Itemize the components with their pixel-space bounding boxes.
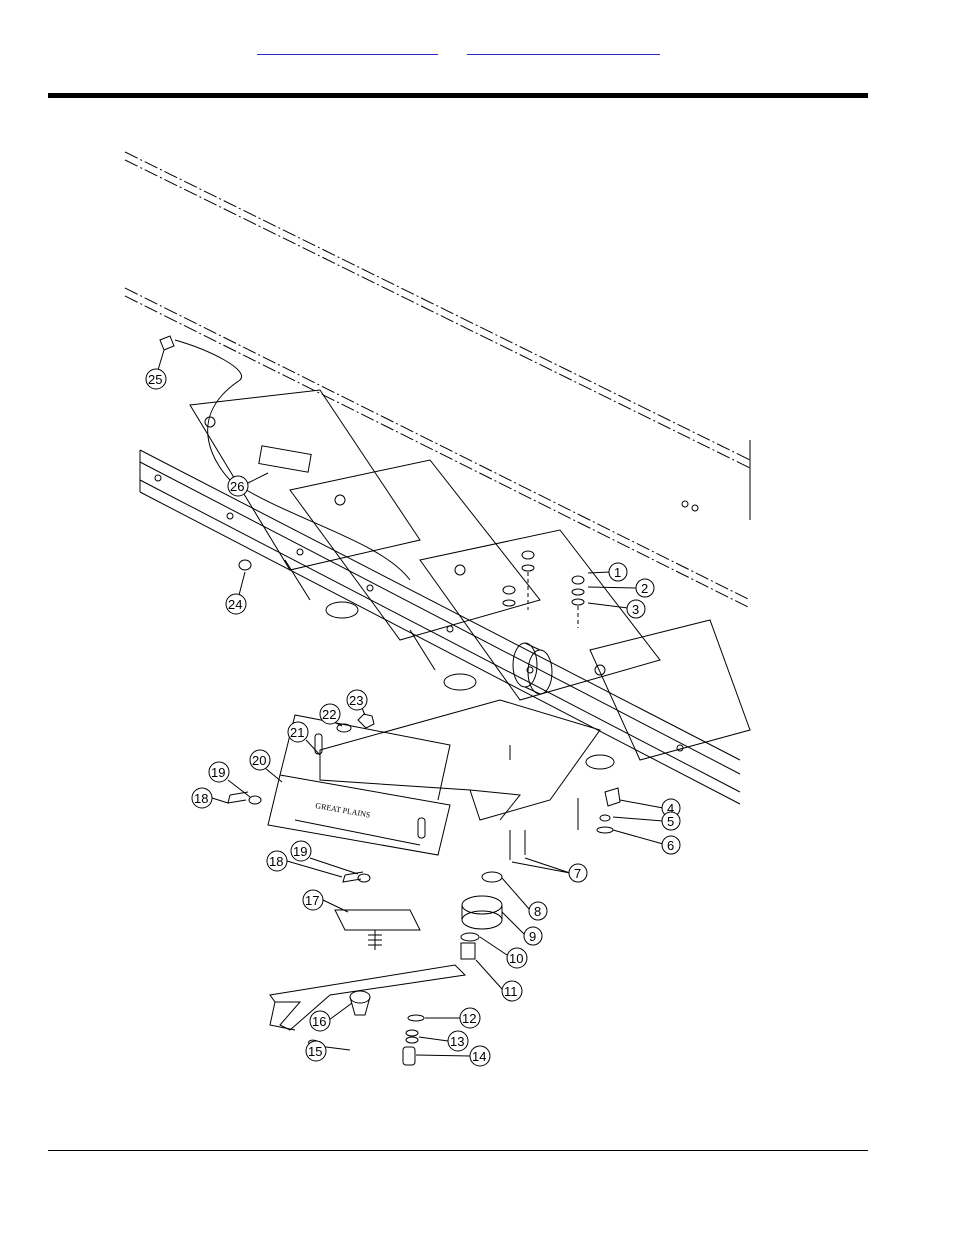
callout-18a: 18 bbox=[191, 787, 229, 809]
callout-24: 24 bbox=[225, 571, 247, 615]
svg-text:24: 24 bbox=[228, 597, 242, 612]
svg-text:1: 1 bbox=[614, 565, 621, 580]
svg-text:17: 17 bbox=[305, 893, 319, 908]
callout-4: 4 bbox=[619, 798, 681, 818]
callout-1: 1 bbox=[587, 562, 628, 582]
callout-17: 17 bbox=[302, 889, 349, 913]
callout-3: 3 bbox=[587, 599, 646, 619]
svg-text:8: 8 bbox=[534, 904, 541, 919]
header-rule bbox=[48, 93, 868, 98]
svg-text:10: 10 bbox=[509, 951, 523, 966]
callout-16: 16 bbox=[309, 1002, 353, 1032]
brand-text: GREAT PLAINS bbox=[315, 801, 371, 820]
callout-25: 25 bbox=[145, 349, 167, 390]
svg-text:3: 3 bbox=[632, 602, 639, 617]
header-link-1[interactable] bbox=[257, 40, 438, 55]
callout-21: 21 bbox=[287, 721, 321, 756]
callout-8: 8 bbox=[501, 877, 548, 921]
svg-text:12: 12 bbox=[462, 1011, 476, 1026]
svg-text:20: 20 bbox=[252, 753, 266, 768]
svg-text:22: 22 bbox=[322, 707, 336, 722]
callout-13: 13 bbox=[418, 1030, 469, 1052]
callout-23: 23 bbox=[346, 689, 368, 716]
parts-diagram: GREAT PLAINS 1 2 3 4 5 6 7 8 9 10 11 12 … bbox=[124, 151, 751, 1067]
svg-text:9: 9 bbox=[529, 929, 536, 944]
callout-14: 14 bbox=[415, 1045, 491, 1067]
callout-5: 5 bbox=[612, 811, 681, 831]
svg-text:13: 13 bbox=[450, 1034, 464, 1049]
svg-text:5: 5 bbox=[667, 814, 674, 829]
callout-22: 22 bbox=[319, 703, 343, 727]
svg-text:6: 6 bbox=[667, 838, 674, 853]
callout-12: 12 bbox=[425, 1007, 481, 1029]
svg-text:2: 2 bbox=[641, 581, 648, 596]
svg-text:15: 15 bbox=[308, 1044, 322, 1059]
svg-text:16: 16 bbox=[312, 1014, 326, 1029]
callout-2: 2 bbox=[587, 578, 655, 598]
svg-text:14: 14 bbox=[472, 1049, 486, 1064]
svg-text:26: 26 bbox=[230, 479, 244, 494]
callout-26: 26 bbox=[227, 472, 269, 497]
svg-text:7: 7 bbox=[574, 866, 581, 881]
callout-19a: 19 bbox=[208, 761, 251, 798]
svg-text:11: 11 bbox=[504, 984, 518, 999]
svg-text:4: 4 bbox=[667, 801, 674, 816]
callout-18b: 18 bbox=[266, 850, 343, 878]
callout-11: 11 bbox=[475, 959, 523, 1002]
callout-19b: 19 bbox=[290, 840, 359, 875]
svg-text:19: 19 bbox=[211, 765, 225, 780]
svg-text:18: 18 bbox=[269, 854, 283, 869]
callout-10: 10 bbox=[479, 936, 528, 969]
svg-text:25: 25 bbox=[148, 372, 162, 387]
footer-rule bbox=[48, 1150, 868, 1151]
svg-text:18: 18 bbox=[194, 791, 208, 806]
callout-20: 20 bbox=[249, 749, 283, 783]
svg-text:23: 23 bbox=[349, 693, 363, 708]
callout-6: 6 bbox=[612, 829, 681, 855]
callout-9: 9 bbox=[501, 911, 543, 946]
callout-7: 7 bbox=[511, 857, 588, 883]
header-link-2[interactable] bbox=[467, 40, 660, 55]
svg-text:19: 19 bbox=[293, 844, 307, 859]
callout-15: 15 bbox=[305, 1040, 327, 1062]
svg-text:21: 21 bbox=[290, 725, 304, 740]
